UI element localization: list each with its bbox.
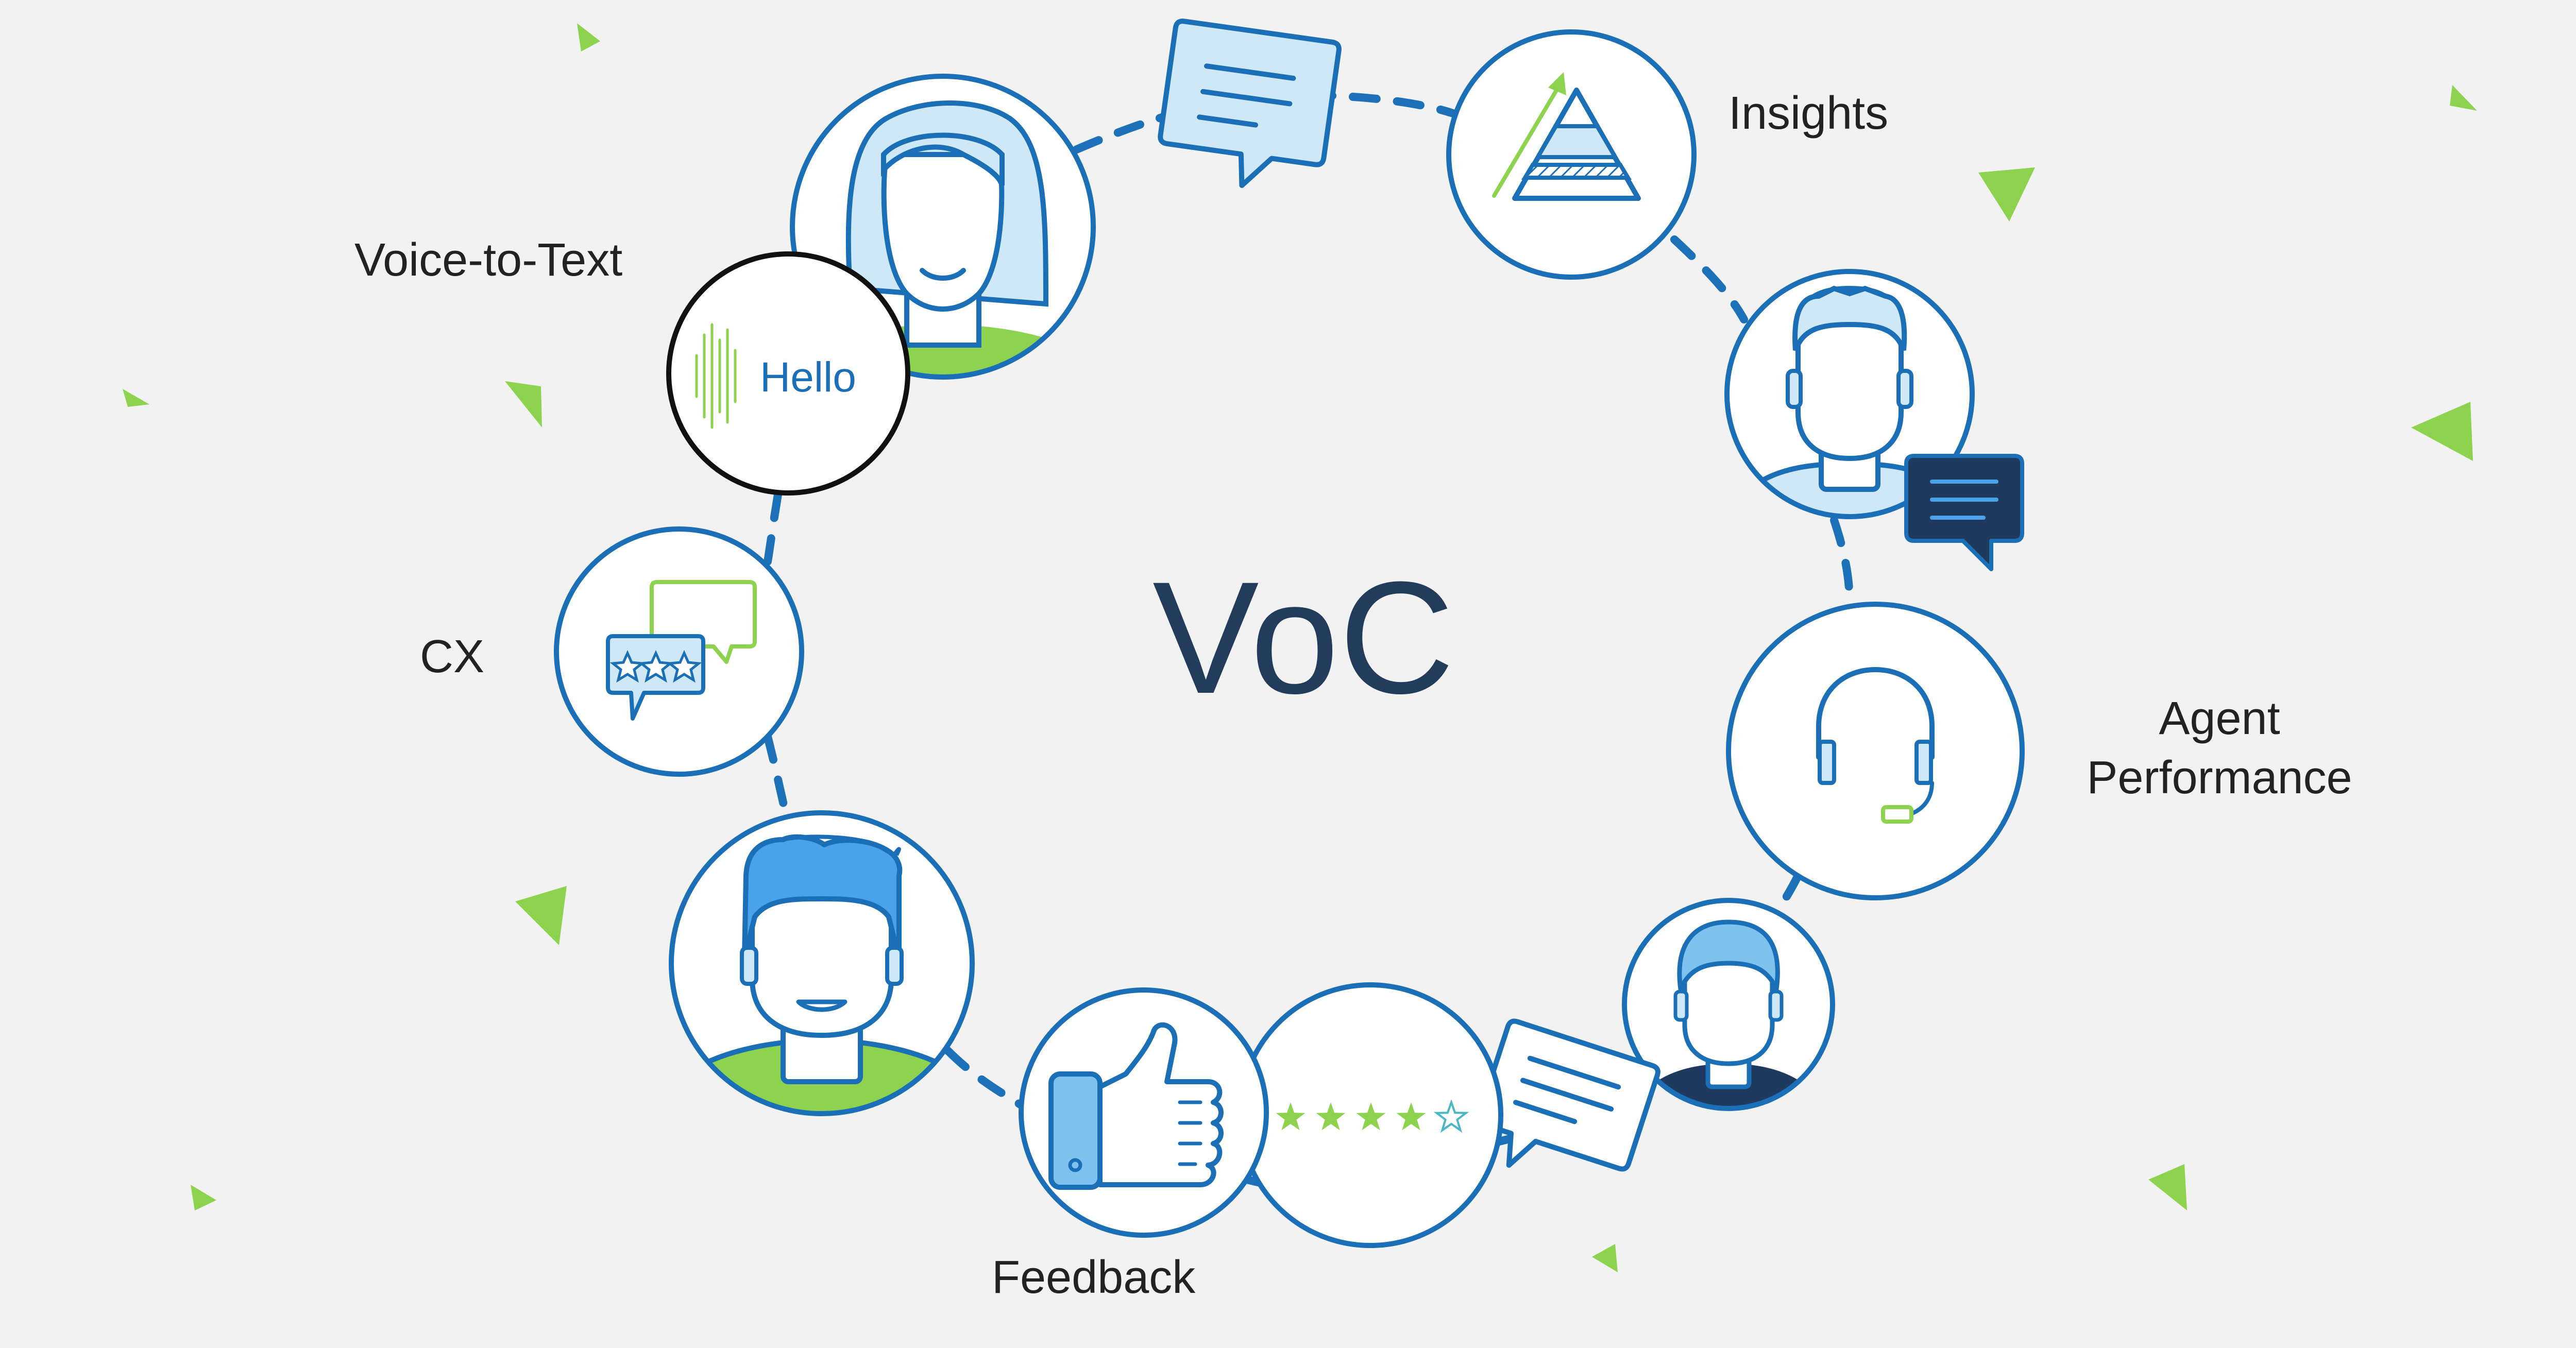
triangle-icon: [191, 1185, 216, 1210]
decorative-triangles: [123, 23, 2477, 1272]
cx-label: CX: [420, 631, 484, 682]
connector-line: [764, 490, 782, 566]
hello-voice-icon: [666, 251, 910, 496]
chat-bubble-icon: [1158, 19, 1342, 189]
triangle-icon: [515, 886, 567, 945]
user-avatar-icon: [1622, 898, 1835, 1111]
connector-line: [764, 732, 790, 818]
triangle-icon: [2450, 85, 2477, 111]
headset-icon: [1726, 602, 2025, 900]
hello-text: Hello: [760, 354, 856, 401]
triangle-icon: [123, 389, 149, 407]
connector-line: [1830, 516, 1854, 607]
agent-performance-label-line1: Agent: [2159, 693, 2280, 744]
star-rating-icon: [1238, 982, 1503, 1248]
page-title: VoC: [1153, 548, 1454, 727]
agent-performance-label-line2: Performance: [2087, 752, 2352, 804]
triangle-icon: [1978, 167, 2035, 221]
star-filled-icon: [1276, 1102, 1306, 1131]
star-filled-icon: [1316, 1102, 1346, 1131]
feedback-label: Feedback: [992, 1252, 1196, 1303]
triangle-icon: [1592, 1244, 1618, 1272]
triangle-icon: [577, 23, 600, 52]
rating-stars: [1276, 1099, 1469, 1133]
triangle-icon: [2148, 1164, 2187, 1210]
connector-line: [944, 1047, 1029, 1112]
star-filled-icon: [1356, 1102, 1386, 1131]
insights-label: Insights: [1728, 88, 1888, 139]
dark-chat-bubble-icon: [1904, 454, 2024, 571]
star-filled-icon: [1396, 1102, 1426, 1131]
triangle-icon: [2411, 402, 2473, 461]
star-empty-icon: [1433, 1099, 1469, 1133]
cx-chat-icon: [554, 526, 804, 777]
connector-line: [1670, 235, 1748, 323]
thumbs-up-icon: [1019, 987, 1269, 1238]
triangle-icon: [505, 381, 542, 428]
chat-bubble-icon: [1476, 1018, 1660, 1172]
smiling-man-icon: [669, 810, 975, 1116]
voice-to-text-label: Voice-to-Text: [354, 234, 622, 286]
pyramid-chart-icon: [1446, 29, 1697, 280]
